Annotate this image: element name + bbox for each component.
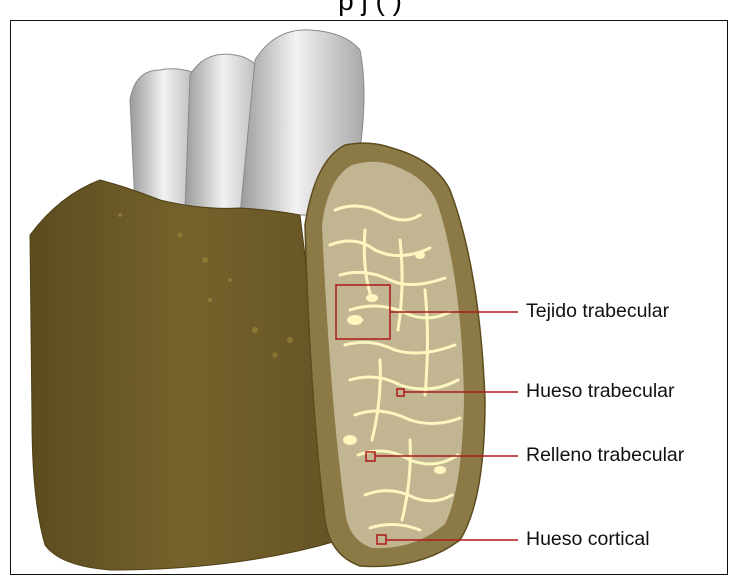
cortical-bone-label: Hueso cortical xyxy=(526,528,650,551)
trabecular-fill-label: Relleno trabecular xyxy=(526,444,684,467)
trabecular-tissue-label: Tejido trabecular xyxy=(526,300,669,323)
trabecular-bone-label: Hueso trabecular xyxy=(526,380,675,403)
mandible-body xyxy=(30,180,340,570)
